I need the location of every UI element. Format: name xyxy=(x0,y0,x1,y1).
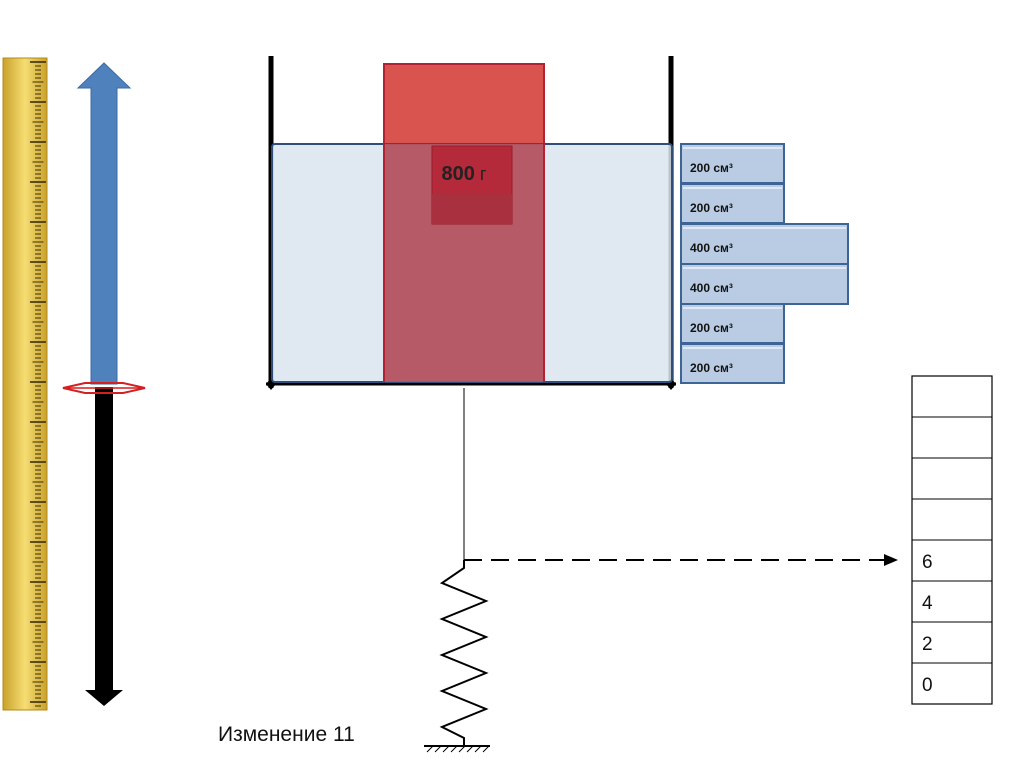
volume-block: 200 см³ xyxy=(680,303,785,344)
caption: Изменение 11 xyxy=(218,723,355,746)
volume-label: 200 см³ xyxy=(690,201,733,215)
volume-label: 200 см³ xyxy=(690,321,733,335)
level-arrow xyxy=(62,62,146,706)
volume-block: 200 см³ xyxy=(680,143,785,184)
ruler-ticks xyxy=(30,61,46,707)
scale: 6 4 2 0 xyxy=(911,375,993,705)
spring xyxy=(439,560,489,745)
scale-cell: 4 xyxy=(922,593,933,614)
ruler xyxy=(2,57,48,711)
volume-block: 400 см³ xyxy=(680,223,849,265)
scale-cell: 0 xyxy=(922,675,933,696)
volume-label: 400 см³ xyxy=(690,281,733,295)
volume-block: 200 см³ xyxy=(680,343,785,384)
volume-blocks: 200 см³ 200 см³ 400 см³ 400 см³ 200 см³ … xyxy=(680,143,849,384)
scale-cell: 6 xyxy=(922,552,933,573)
mass-unit: г xyxy=(480,164,487,184)
volume-block: 200 см³ xyxy=(680,183,785,224)
arrow-right-icon xyxy=(884,554,898,566)
down-arrow-icon xyxy=(85,387,123,706)
volume-label: 400 см³ xyxy=(690,241,733,255)
weight-block xyxy=(383,63,545,145)
volume-block: 400 см³ xyxy=(680,263,849,305)
mass-value: 800 xyxy=(442,163,475,185)
scale-cell: 2 xyxy=(922,634,933,655)
volume-label: 200 см³ xyxy=(690,161,733,175)
up-arrow-icon xyxy=(76,62,132,385)
ground xyxy=(424,745,490,753)
pointer xyxy=(464,554,898,566)
volume-label: 200 см³ xyxy=(690,361,733,375)
